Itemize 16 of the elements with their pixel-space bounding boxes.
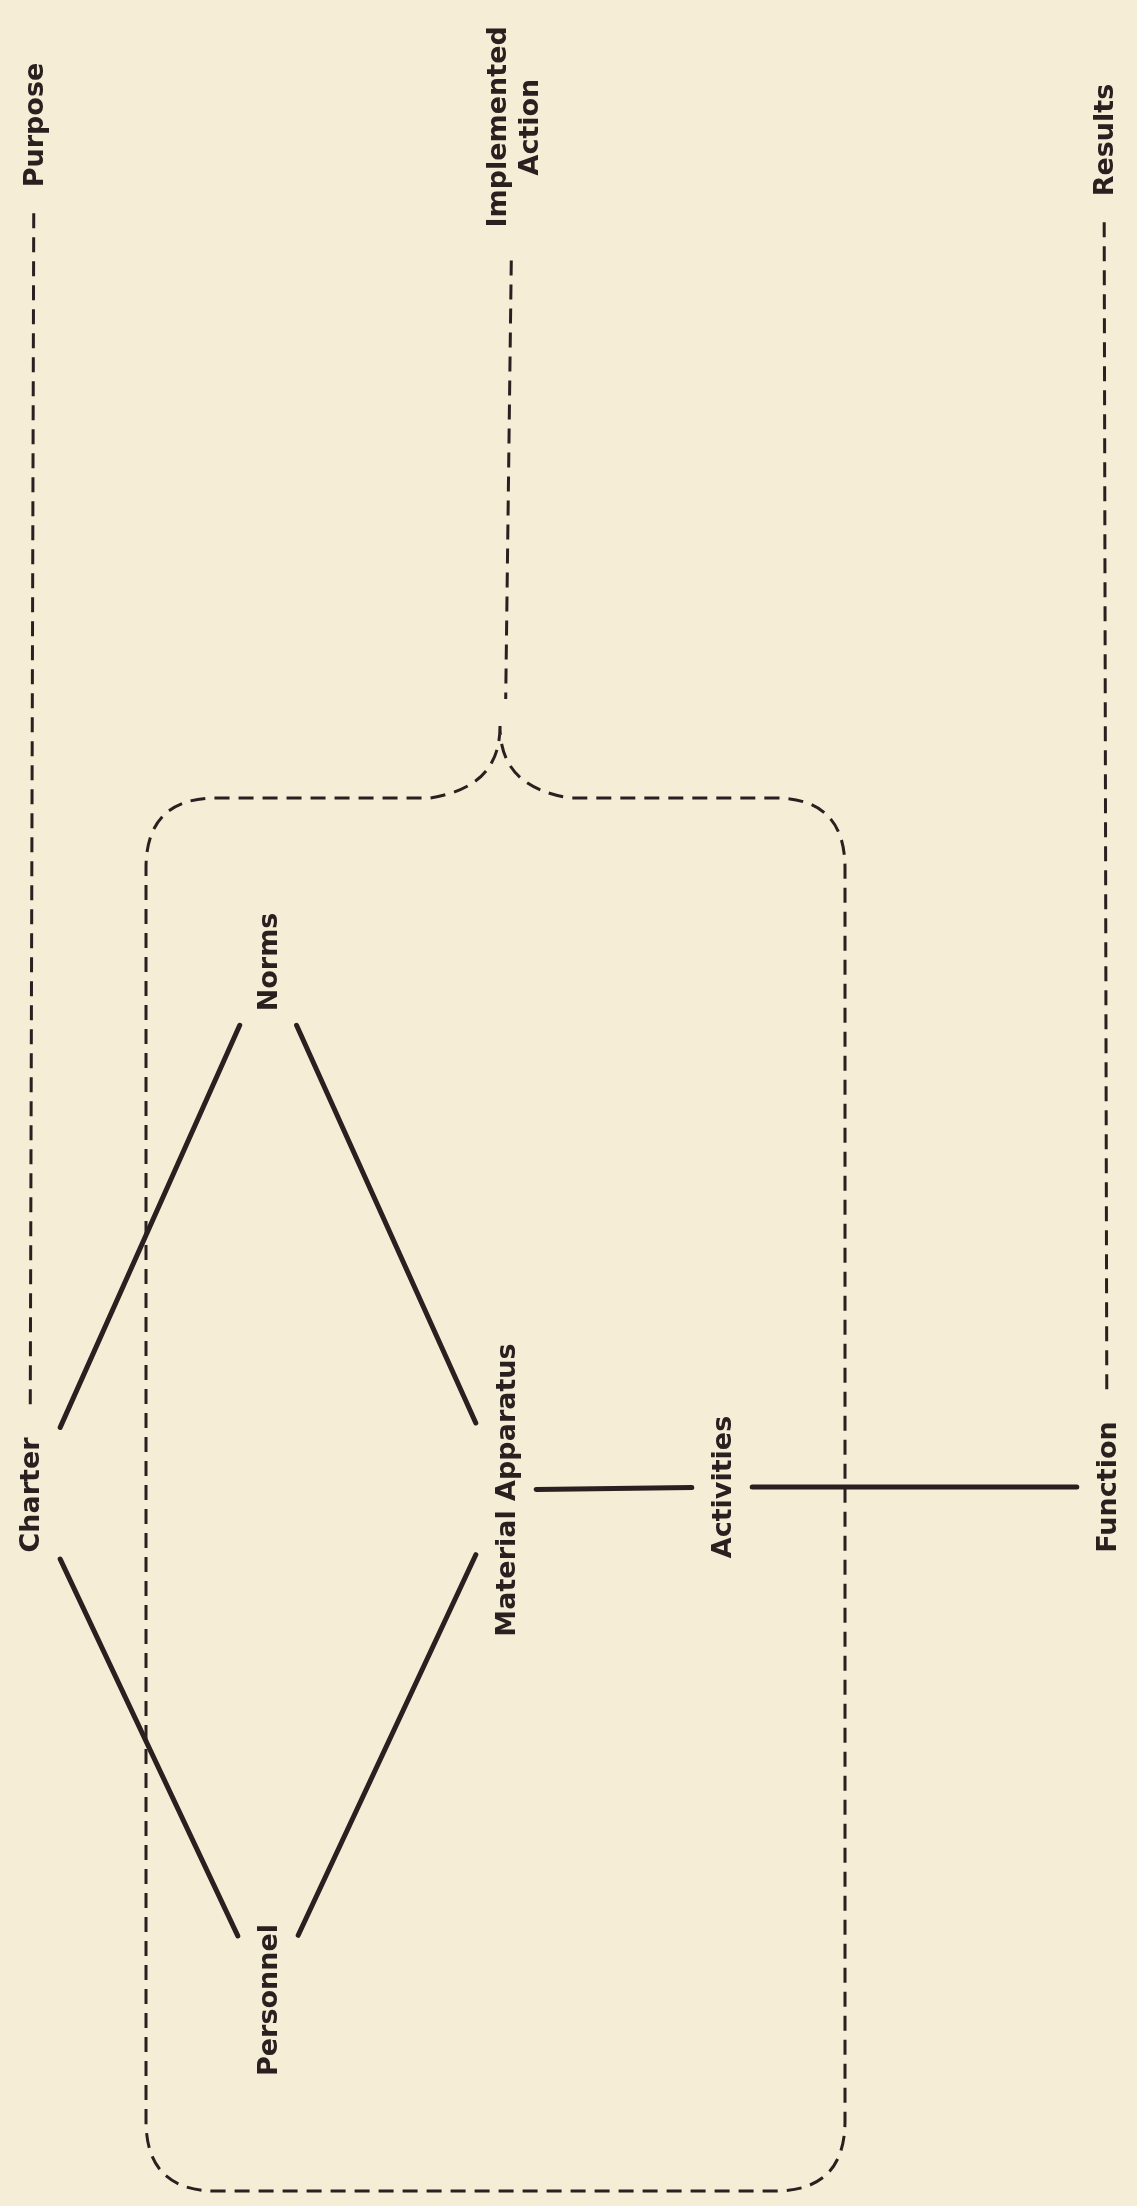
node-label: Implemented Action <box>480 19 546 235</box>
node-label: Results <box>1087 83 1121 197</box>
node-label: Material Apparatus <box>489 1343 523 1637</box>
connector-line <box>295 1552 479 1938</box>
connector-line <box>533 1484 695 1493</box>
connector-line <box>749 1484 1080 1490</box>
connector-line <box>294 1022 479 1426</box>
dashed-connector <box>504 260 513 699</box>
node-label: Function <box>1090 1421 1124 1553</box>
node-label: Activities <box>705 1415 739 1559</box>
connector-line <box>57 1556 241 1939</box>
connector-line <box>57 1022 243 1430</box>
node-label: Charter <box>13 1437 47 1553</box>
node-label: Norms <box>251 912 285 1012</box>
node-label: Purpose <box>17 62 51 188</box>
node-label: Personnel <box>251 1924 285 2076</box>
